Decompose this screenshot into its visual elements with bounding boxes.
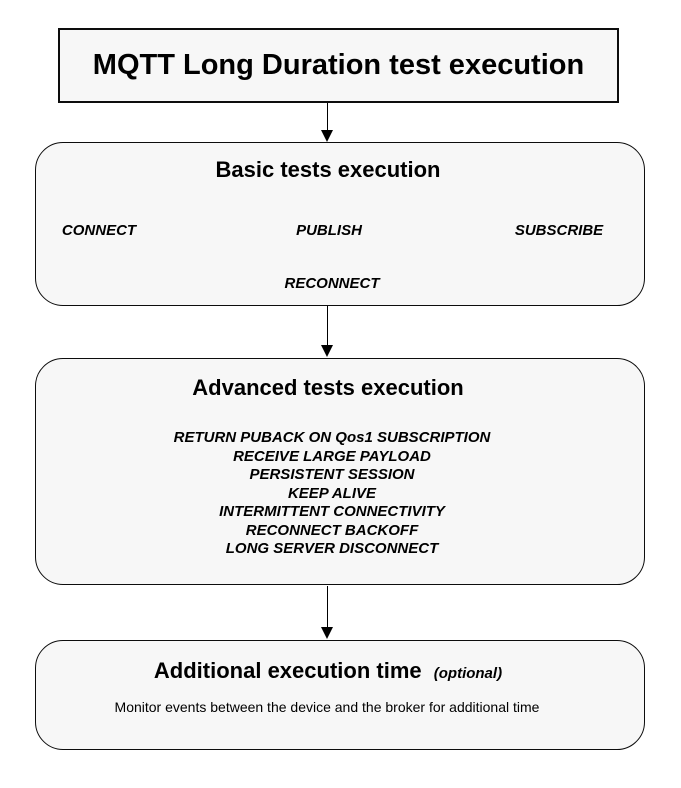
test-item-keep-alive: KEEP ALIVE <box>287 484 377 502</box>
test-item-reconnect-backoff: RECONNECT BACKOFF <box>245 521 419 539</box>
arrow-head-icon <box>320 130 333 142</box>
additional-time-title: Additional execution time (optional) <box>36 658 620 684</box>
arrow-head-icon <box>320 345 333 357</box>
node-additional-time: Additional execution time (optional) Mon… <box>35 640 645 750</box>
arrow-head-icon <box>320 627 333 639</box>
advanced-tests-list: RETURN PUBACK ON Qos1 SUBSCRIPTION RECEI… <box>36 429 628 559</box>
node-main-title: MQTT Long Duration test execution <box>58 28 619 103</box>
advanced-tests-title: Advanced tests execution <box>192 375 464 400</box>
test-item-subscribe: SUBSCRIBE <box>514 222 604 239</box>
additional-time-description: Monitor events between the device and th… <box>114 699 540 715</box>
basic-tests-title: Basic tests execution <box>215 157 441 182</box>
test-item-connect: CONNECT <box>61 222 137 239</box>
test-item-receive-large-payload: RECEIVE LARGE PAYLOAD <box>233 447 431 465</box>
main-title-label: MQTT Long Duration test execution <box>92 49 585 81</box>
arrow-line <box>326 586 328 635</box>
node-advanced-tests: Advanced tests execution RETURN PUBACK O… <box>35 358 645 585</box>
optional-note: (optional) <box>433 665 503 682</box>
test-item-persistent-session: PERSISTENT SESSION <box>249 466 415 483</box>
test-item-return-puback: RETURN PUBACK ON Qos1 SUBSCRIPTION <box>173 429 491 446</box>
arrow-line <box>326 306 328 353</box>
node-basic-tests: Basic tests execution CONNECT PUBLISH SU… <box>35 142 645 306</box>
additional-time-title-text: Additional execution time <box>153 658 422 683</box>
arrow-line <box>326 103 328 138</box>
test-item-reconnect: RECONNECT <box>284 275 380 292</box>
test-item-publish: PUBLISH <box>296 222 362 239</box>
test-item-intermittent-connectivity: INTERMITTENT CONNECTIVITY <box>219 503 445 520</box>
test-item-long-server-disconnect: LONG SERVER DISCONNECT <box>225 540 439 557</box>
